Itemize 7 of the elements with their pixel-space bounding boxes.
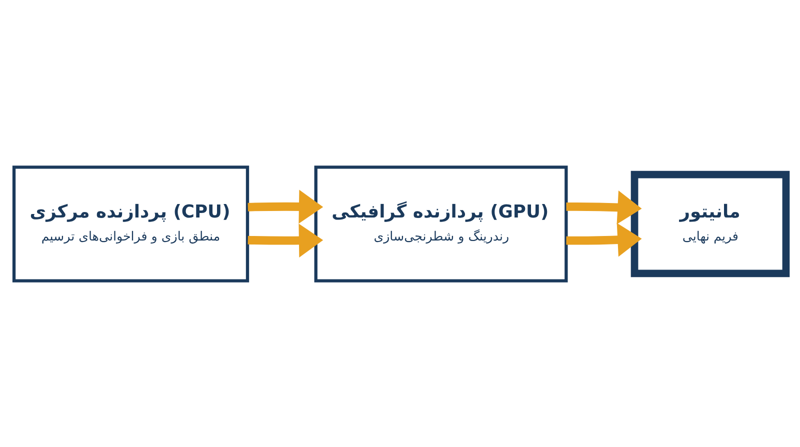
arrow xyxy=(566,222,642,256)
arrow xyxy=(248,189,324,224)
node-box: پردازنده مرکزی (CPU) منطق بازی و فراخوانی‌های ترسیم xyxy=(12,165,250,282)
arrow xyxy=(248,223,324,257)
node-box: مانیتور فریم نهایی xyxy=(630,170,790,277)
node-box: پردازنده گرافیکی (GPU) رندرینگ و شطرنجی‌سازی xyxy=(314,165,568,282)
arrow xyxy=(566,190,642,224)
